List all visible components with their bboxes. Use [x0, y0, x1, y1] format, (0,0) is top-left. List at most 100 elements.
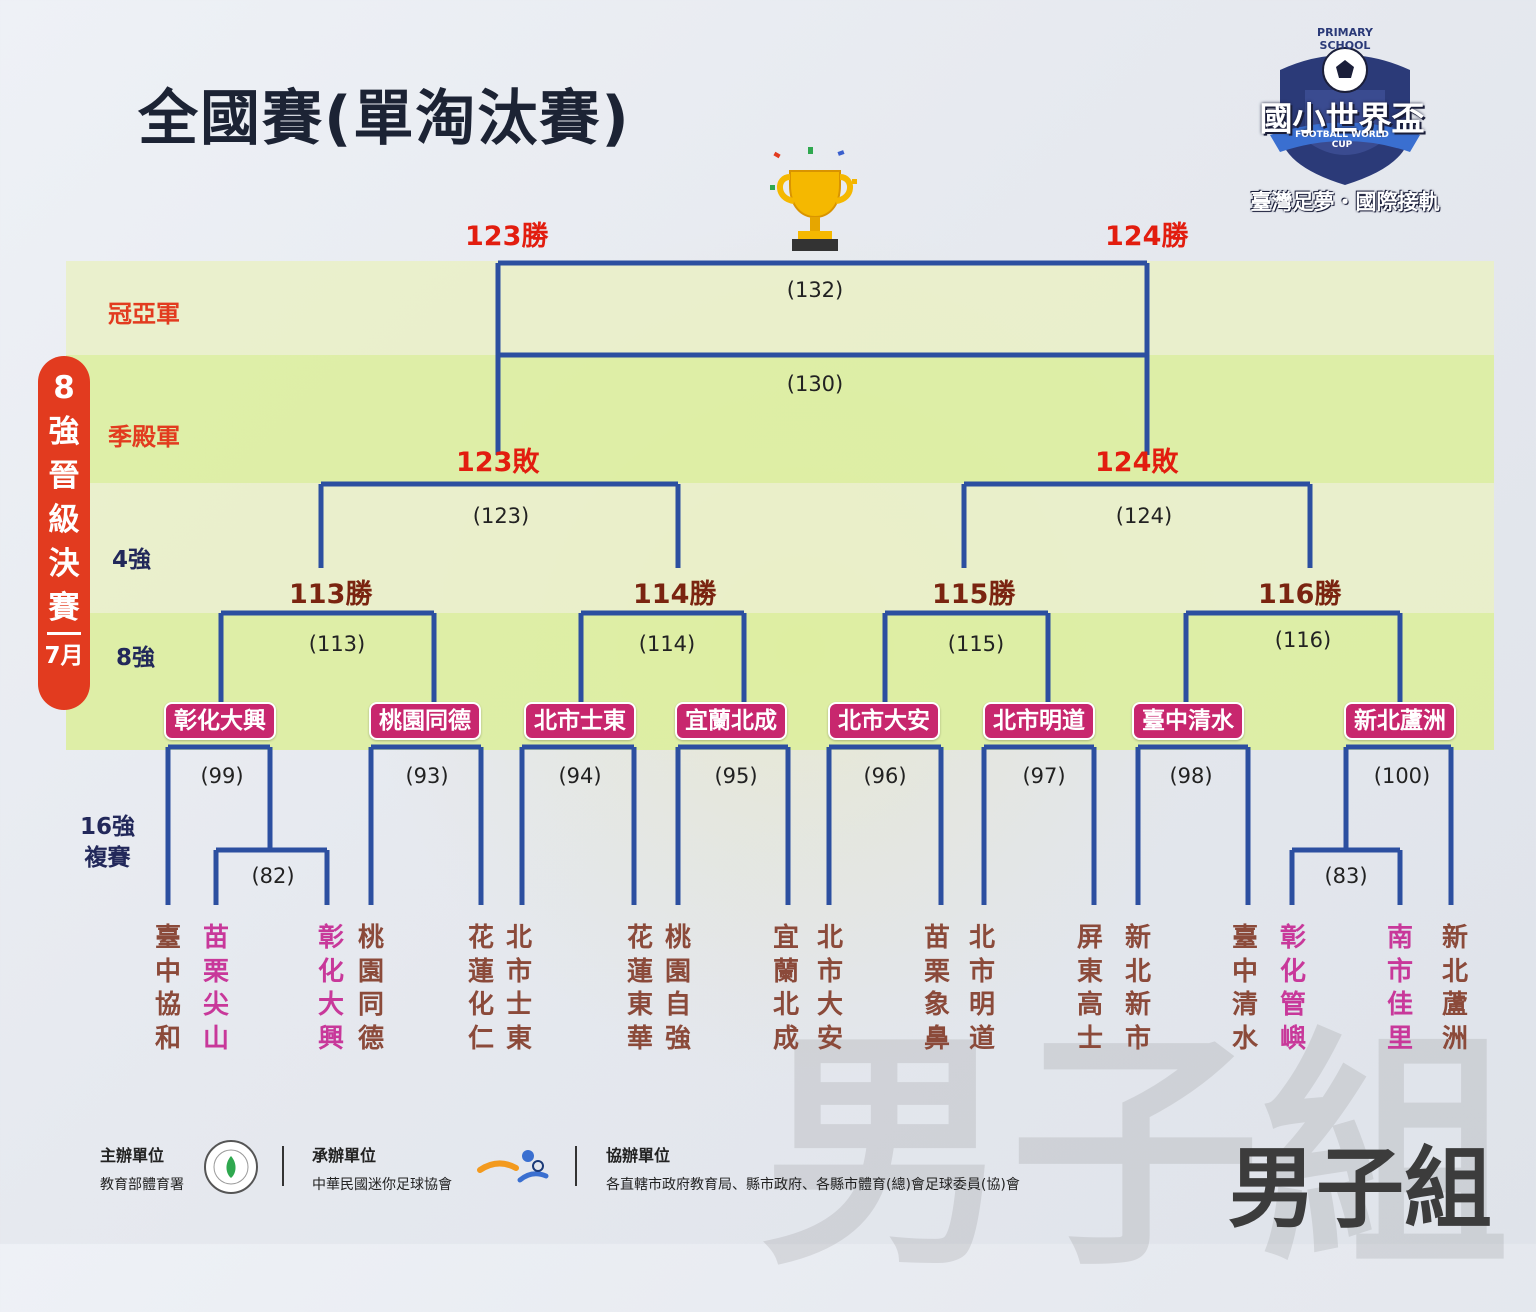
r16-team: 新北新市 [1124, 923, 1151, 1054]
team-pill: 宜蘭北成 [675, 702, 787, 740]
game-number: (100) [1373, 764, 1431, 788]
r16-team: 臺中協和 [154, 923, 181, 1054]
bracket-line [368, 744, 484, 905]
world-cup-logo: PRIMARY SCHOOL 國小世界盃 FOOTBALL WORLD CUP … [1230, 26, 1460, 236]
trophy-icon [770, 147, 857, 251]
r16-team: 北市明道 [968, 923, 995, 1054]
game-number: (82) [251, 864, 295, 888]
result-label-l124: 124敗 [1095, 447, 1179, 478]
team-pill: 新北蘆洲 [1344, 702, 1456, 740]
bracket-line [213, 847, 330, 905]
team-pill: 桃園同德 [369, 702, 481, 740]
result-label-l123: 123敗 [456, 447, 540, 478]
team-pill: 北市明道 [983, 702, 1095, 740]
game-number: (123) [472, 504, 530, 528]
logo-sub-text: FOOTBALL WORLD CUP [1295, 130, 1389, 150]
organizer-label: 承辦單位 [312, 1146, 377, 1165]
round-label-quarter: 8強 [116, 645, 156, 671]
bracket-line [519, 744, 637, 905]
team-pill: 北市大安 [828, 702, 940, 740]
ministry-seal-icon [204, 1140, 258, 1194]
bracket-line [1135, 744, 1251, 905]
co-label: 協辦單位 [606, 1146, 671, 1165]
organizer-name: 中華民國迷你足球協會 [312, 1177, 452, 1193]
bracket-line [675, 744, 791, 905]
team-pill: 臺中清水 [1132, 702, 1244, 740]
bracket-line [1183, 610, 1403, 704]
game-number: (114) [638, 632, 696, 656]
bracket-line [981, 744, 1097, 905]
bracket-line [826, 744, 944, 905]
logo-tagline: 臺灣足夢・國際接軌 [1250, 190, 1440, 214]
round-label-semi: 4強 [112, 547, 152, 573]
band-final [66, 261, 1494, 355]
r16-team: 花蓮化仁 [467, 923, 494, 1054]
r16-team: 彰化管嶼 [1279, 923, 1306, 1054]
result-label-w116: 116勝 [1258, 579, 1342, 610]
r16-team: 北市士東 [505, 923, 532, 1054]
game-number: (94) [558, 764, 602, 788]
page-title: 全國賽(單淘汰賽) [138, 84, 631, 154]
bracket-lines [165, 260, 1454, 905]
round-label-final: 冠亞軍 [108, 300, 180, 328]
band-semi [66, 483, 1494, 613]
bracket-line [495, 355, 1150, 455]
footer-divider [282, 1146, 284, 1186]
band-third [66, 355, 1494, 483]
game-number: (93) [405, 764, 449, 788]
round-label-third: 季殿軍 [108, 423, 180, 451]
bracket-line [495, 260, 1150, 358]
r16-team: 屏東高士 [1076, 923, 1103, 1054]
team-pill: 北市士東 [524, 702, 636, 740]
host-name: 教育部體育署 [100, 1177, 184, 1193]
r16-team: 北市大安 [816, 923, 843, 1054]
bracket-line [1289, 847, 1403, 905]
result-label-w123: 123勝 [465, 221, 549, 252]
host-label: 主辦單位 [100, 1146, 165, 1165]
game-number: (99) [200, 764, 244, 788]
bracket-line [961, 481, 1313, 568]
team-pill: 彰化大興 [164, 702, 276, 740]
r16-team: 花蓮東華 [626, 923, 653, 1054]
result-label-w115: 115勝 [932, 579, 1016, 610]
game-number: (96) [863, 764, 907, 788]
bracket-line [882, 610, 1051, 704]
r16-team: 苗栗尖山 [202, 923, 229, 1054]
shield-icon [1270, 47, 1420, 185]
r16-team: 桃園自強 [664, 923, 691, 1054]
game-number: (97) [1022, 764, 1066, 788]
r16-team: 桃園同德 [357, 923, 384, 1054]
result-label-w124: 124勝 [1105, 221, 1189, 252]
bracket-line [1343, 744, 1454, 905]
r16-team: 彰化大興 [317, 923, 344, 1054]
game-number: (132) [786, 278, 844, 302]
game-number: (95) [714, 764, 758, 788]
r16-team: 新北蘆洲 [1441, 923, 1468, 1054]
logo-main-text: 國小世界盃 [1259, 99, 1425, 138]
association-logo-icon [477, 1150, 549, 1183]
bracket-line [318, 481, 681, 568]
bracket-line [165, 744, 273, 905]
co-name: 各直轄市政府教育局、縣市政府、各縣市體育(總)會足球委員(協)會 [606, 1177, 1020, 1193]
game-number: (124) [1115, 504, 1173, 528]
sidebar-month-text: 7月 [44, 643, 84, 669]
logo-school-text: PRIMARY SCHOOL [1317, 26, 1373, 52]
game-number: (115) [947, 632, 1005, 656]
r16-team: 宜蘭北成 [772, 923, 799, 1054]
bracket-line [218, 610, 437, 704]
r16-team: 苗栗象鼻 [923, 923, 950, 1054]
round-label-r16: 16強複賽 [80, 814, 136, 871]
r16-team: 南市佳里 [1386, 923, 1413, 1054]
group-label: 男子組 [1227, 1137, 1492, 1240]
game-number: (130) [786, 372, 844, 396]
r16-team: 臺中清水 [1231, 923, 1258, 1054]
game-number: (98) [1169, 764, 1213, 788]
game-number: (83) [1324, 864, 1368, 888]
game-number: (116) [1274, 628, 1332, 652]
bracket-line [578, 610, 747, 704]
game-number: (113) [308, 632, 366, 656]
result-label-w113: 113勝 [289, 579, 373, 610]
result-label-w114: 114勝 [633, 579, 717, 610]
